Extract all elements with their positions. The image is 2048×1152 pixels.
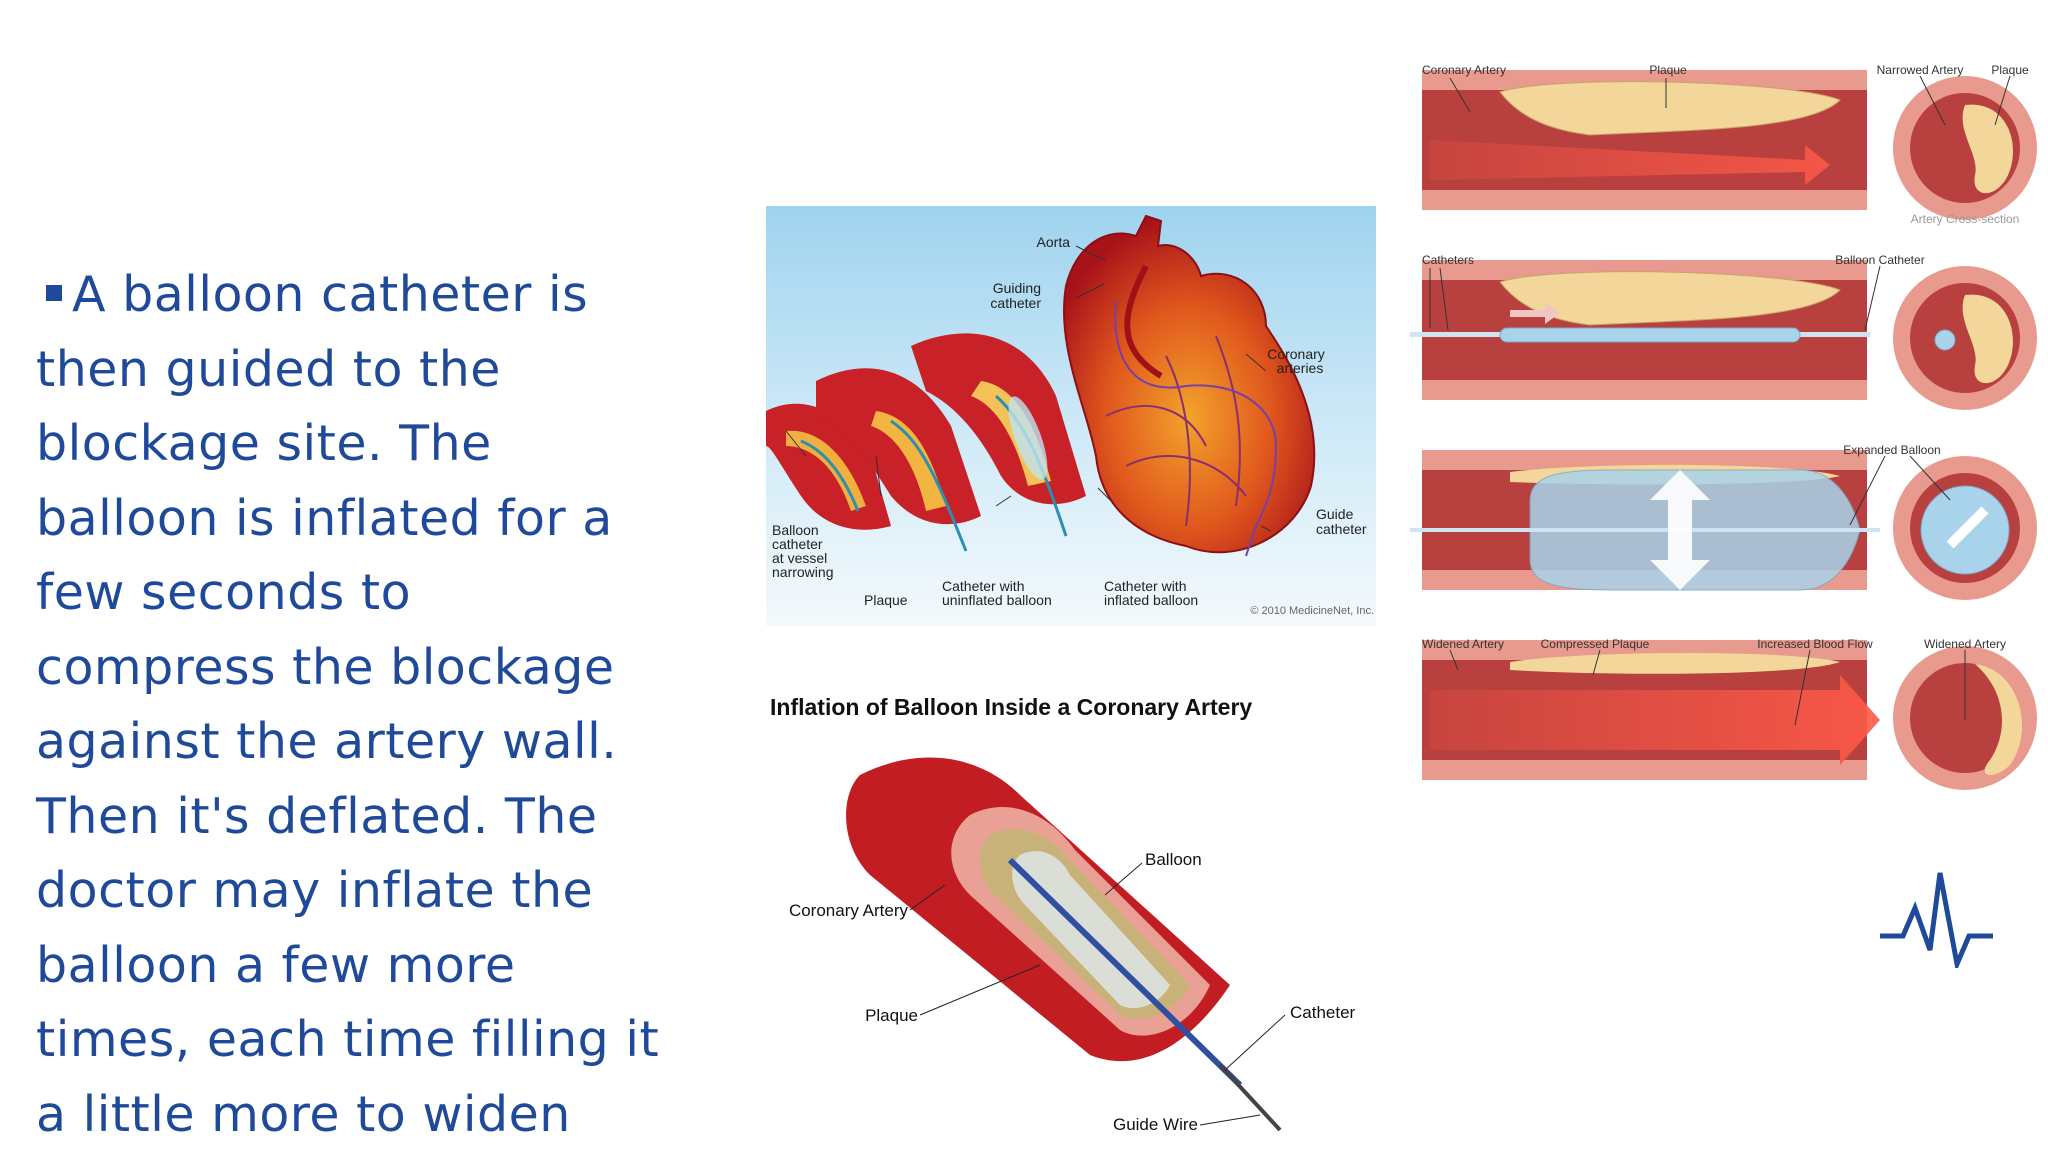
label-coronary-artery-step1: Coronary Artery: [1422, 63, 1506, 77]
label-balloon-catheter-4: narrowing: [772, 564, 833, 580]
text-line-11: times, each time filling it: [36, 1011, 660, 1068]
label-widened-artery-cross: Widened Artery: [1924, 637, 2006, 651]
label-balloon-catheter-2: catheter: [772, 536, 823, 552]
body-paragraph: A balloon catheter is then guided to the…: [36, 258, 676, 1152]
label-balloon: Balloon: [1145, 850, 1202, 869]
step-4-widened: [1422, 640, 2037, 790]
angioplasty-steps-illustration: Coronary Artery Plaque Narrowed Artery P…: [1410, 63, 2037, 790]
label-coronary-arteries-2: arteries: [1277, 360, 1324, 376]
text-line-2: then guided to the: [36, 340, 501, 398]
label-cross-section: Artery Cross-section: [1911, 212, 2020, 226]
label-guiding-catheter-2: catheter: [990, 295, 1041, 311]
label-expanded-balloon: Expanded Balloon: [1843, 443, 1940, 457]
label-guide-wire: Guide Wire: [1113, 1115, 1198, 1134]
text-line-5: few seconds to: [36, 564, 412, 621]
label-uninflated-2: uninflated balloon: [942, 592, 1052, 608]
text-line-10: balloon a few more: [36, 936, 516, 994]
text-line-8: Then it's deflated. The: [36, 787, 598, 845]
label-aorta: Aorta: [1037, 234, 1071, 250]
text-line-6: compress the blockage: [36, 638, 615, 696]
label-coronary-artery: Coronary Artery: [789, 901, 909, 920]
label-compressed-plaque: Compressed Plaque: [1541, 637, 1650, 651]
bullet-icon: [46, 284, 62, 301]
vessel-segment-1: [766, 403, 891, 530]
heart-catheter-illustration: Aorta Guiding catheter Coronary arteries…: [766, 206, 1376, 626]
label-balloon-catheter: Balloon Catheter: [1835, 253, 1924, 267]
label-narrowed-artery: Narrowed Artery: [1877, 63, 1964, 77]
label-balloon-catheter-3: at vessel: [772, 550, 827, 566]
label-uninflated-1: Catheter with: [942, 578, 1024, 594]
label-balloon-catheter-1: Balloon: [772, 522, 819, 538]
label-plaque-cross: Plaque: [1991, 63, 2029, 77]
copyright-notice: © 2010 MedicineNet, Inc.: [1250, 605, 1374, 617]
text-line-7: against the artery wall.: [36, 713, 618, 770]
heartbeat-line-icon: [1880, 872, 1993, 968]
label-guide-catheter-2: catheter: [1316, 521, 1367, 537]
label-catheters: Catheters: [1422, 253, 1474, 267]
label-guide-catheter-1: Guide: [1316, 506, 1354, 522]
text-line-9: doctor may inflate the: [36, 862, 594, 919]
label-increased-blood-flow: Increased Blood Flow: [1757, 637, 1873, 651]
text-line-3: blockage site. The: [36, 415, 492, 472]
label-inflated-2: inflated balloon: [1104, 592, 1198, 608]
vessel-segment-2: [816, 368, 981, 552]
label-plaque-step1: Plaque: [1649, 63, 1687, 77]
label-coronary-arteries-1: Coronary: [1267, 346, 1325, 362]
label-widened-artery: Widened Artery: [1422, 637, 1504, 651]
label-plaque-balloon: Plaque: [865, 1006, 918, 1025]
label-inflated-1: Catheter with: [1104, 578, 1186, 594]
label-catheter: Catheter: [1290, 1003, 1356, 1022]
figure-title: Inflation of Balloon Inside a Coronary A…: [770, 694, 1252, 720]
label-plaque: Plaque: [864, 592, 908, 608]
text-line-12: a little more to widen: [36, 1085, 571, 1143]
heart-icon: [1062, 214, 1316, 554]
step-1-narrowed: [1422, 70, 2037, 220]
text-line-4: balloon is inflated for a: [36, 489, 613, 547]
step-3-expanded: [1410, 450, 2037, 600]
step-2-catheter: [1410, 260, 2037, 410]
text-line-1: A balloon catheter is: [36, 258, 676, 333]
balloon-artery-illustration: Inflation of Balloon Inside a Coronary A…: [770, 694, 1356, 1134]
label-guiding-catheter-1: Guiding: [993, 280, 1041, 296]
vessel-segment-3: [911, 333, 1086, 537]
